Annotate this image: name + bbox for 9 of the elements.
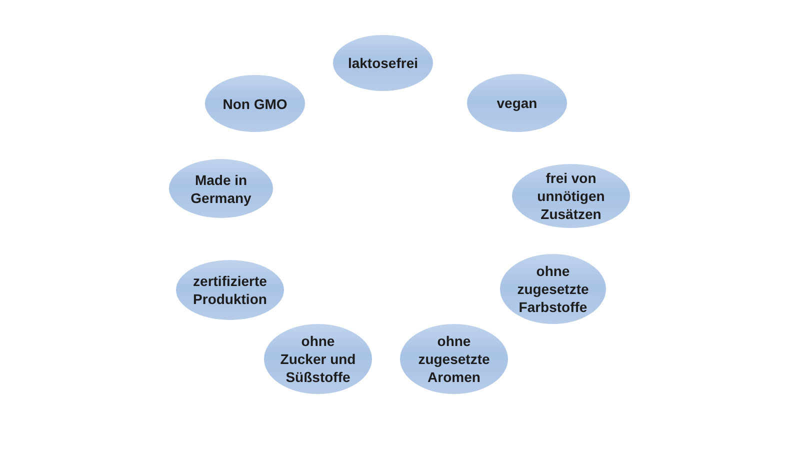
feature-label: Non GMO xyxy=(222,94,288,112)
feature-label: Made in Germany xyxy=(190,170,252,206)
feature-label: zertifizierte Produktion xyxy=(192,272,268,308)
feature-label: ohne zugesetzte Farbstoffe xyxy=(516,262,590,316)
feature-label: frei von unnötigen Zusätzen xyxy=(536,169,606,223)
feature-label: laktosefrei xyxy=(346,54,420,72)
feature-label: ohne Zucker und Süßstoffe xyxy=(279,332,357,386)
feature-label: vegan xyxy=(496,94,538,112)
feature-label: ohne zugesetzte Aromen xyxy=(417,332,491,386)
